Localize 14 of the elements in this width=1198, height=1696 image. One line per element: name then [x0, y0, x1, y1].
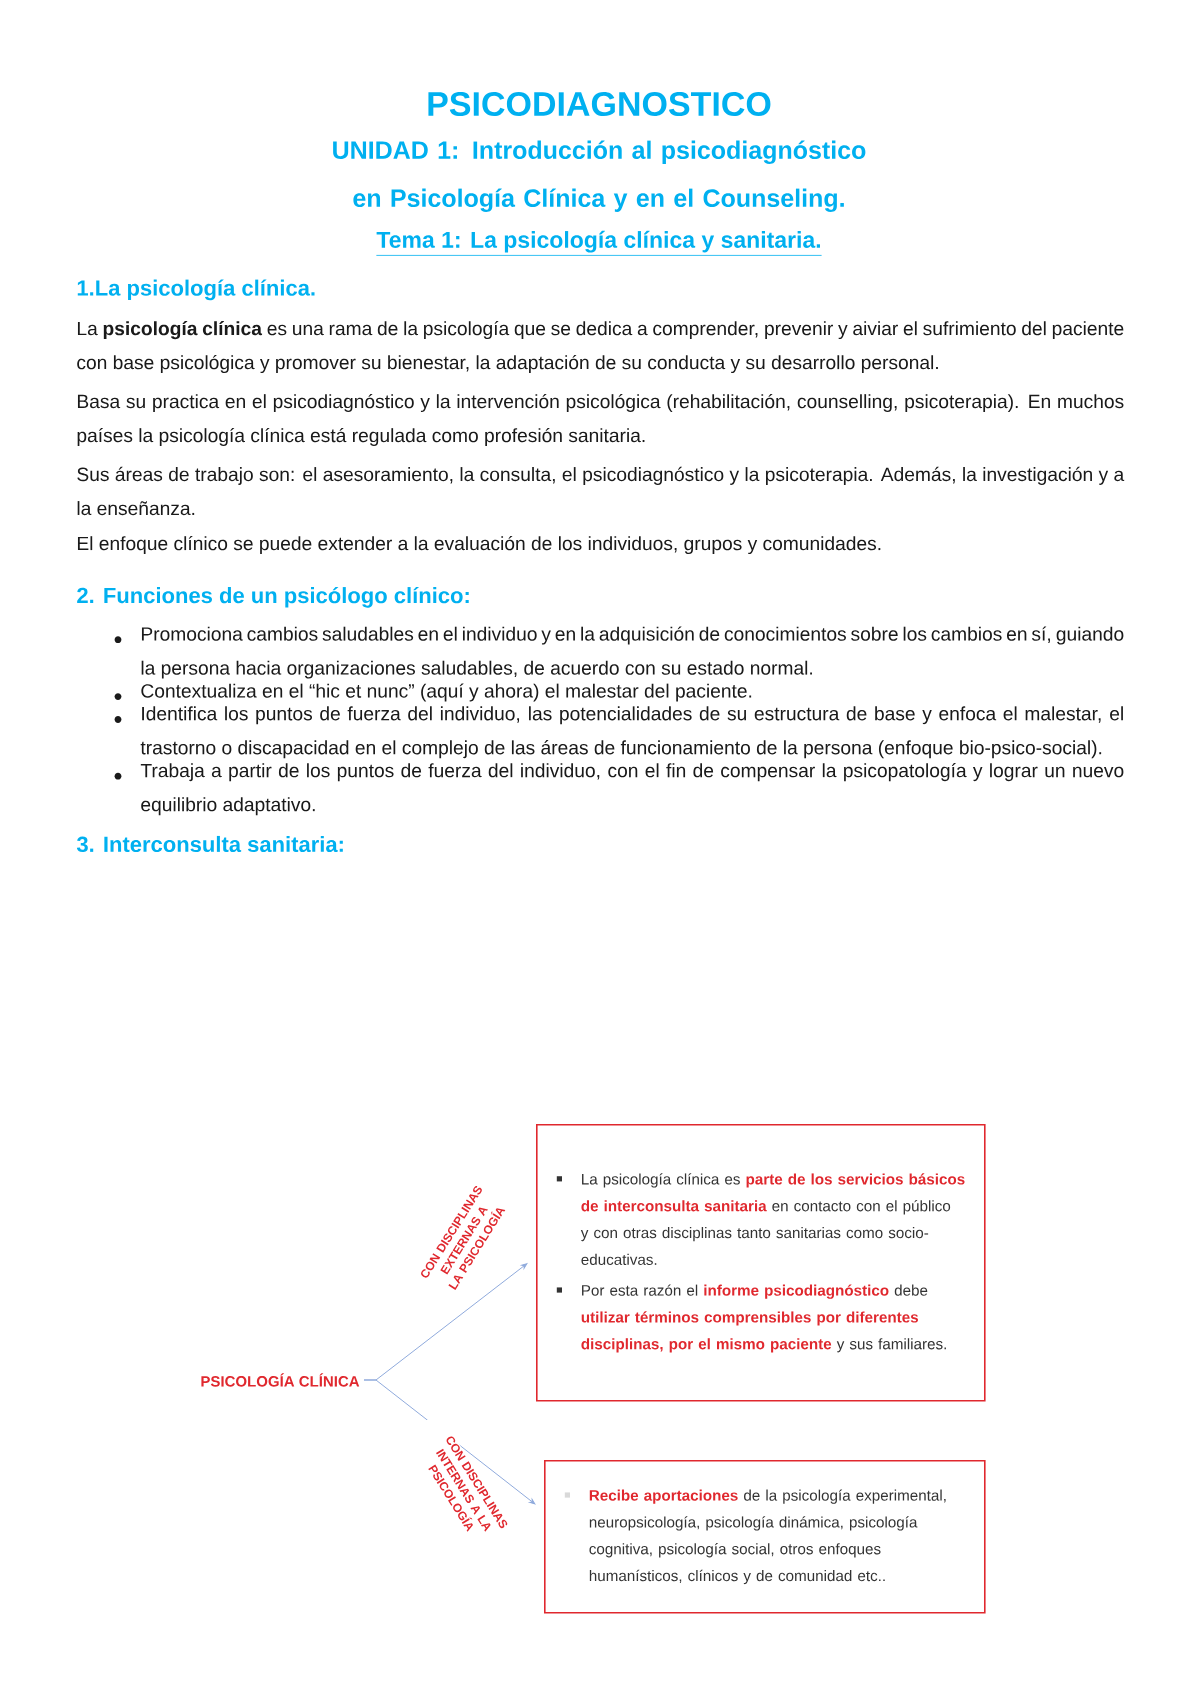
section-heading: 1.La psicología clínica.: [77, 279, 315, 301]
section-heading: 3. Interconsulta sanitaria:: [76, 835, 343, 853]
list-item: Identifica los puntos de fuerza del individuo, las potencialidades de su estructura de base y enfoca el malestar, el trastorno o discapacidad en el complejo de las áreas de funcionamiento de la persona (enfoque bio-psico-social).: [140, 706, 1123, 759]
page-title: PSICODIAGNOSTICO: [428, 92, 771, 117]
list-item: Promociona cambios saludables en el individuo y en la adquisición de conocimientos sobre los cambios en sí, guiando la persona hacia organizaciones saludables, de acuerdo con su estado normal.: [141, 626, 1124, 679]
unit-heading: UNIDAD 1: Introducción al psicodiagnóstico en Psicología Clínica y en el Counseling.: [333, 140, 866, 213]
list-item: Trabaja a partir de los puntos de fuerza del individuo, con el fin de compensar la psicopatología y lograr un nuevo equilibrio adaptativo.: [140, 763, 1124, 816]
paragraph: Basa su practica en el psicodiagnóstico y la intervención psicológica (rehabilitación, counselling, psicoterapia). En muchos países la psicología clínica está regulada como profesión sanitaria.: [77, 393, 1124, 447]
paragraph: La psicología clínica es una rama de la psicología que se dedica a comprender, prevenir y aiviar el sufrimiento del paciente con base psicológica y promover su bienestar, la adaptación de su conducta y su desarrollo personal.: [77, 321, 1124, 374]
topic-heading: Tema 1: La psicología clínica y sanitaria.: [375, 230, 822, 256]
paragraph: Sus áreas de trabajo son: el asesoramiento, la consulta, el psicodiagnóstico y la psicoterapia. Además, la investigación y a la enseñanza.: [77, 466, 1125, 516]
list-item: Contextualiza en el “hic et nunc” (aquí y ahora) el malestar del paciente.: [141, 683, 752, 702]
section-heading: 2. Funciones de un psicólogo clínico:: [77, 586, 469, 608]
paragraph: El enfoque clínico se puede extender a la evaluación de los individuos, grupos y comunidades.: [77, 535, 881, 555]
